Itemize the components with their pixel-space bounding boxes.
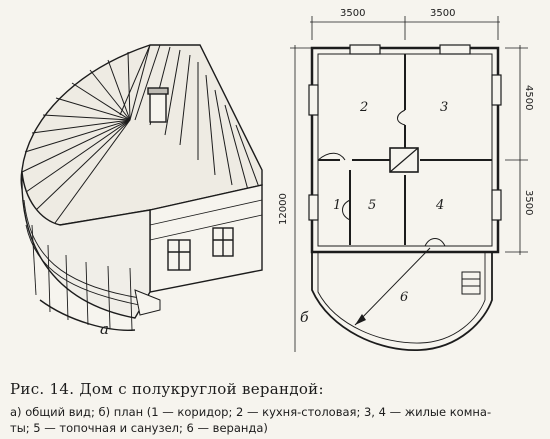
view-a-label: а <box>100 320 109 338</box>
general-view-drawing <box>20 44 263 331</box>
dimension-top-right: 3500 <box>430 8 456 19</box>
figure-caption-title: Рис. 14. Дом с полукруглой верандой: <box>10 380 324 398</box>
figure-caption-body: а) общий вид; б) план (1 — коридор; 2 — … <box>10 404 545 436</box>
dimension-left-total: 12000 <box>278 193 289 225</box>
caption-line-2: ты; 5 — топочная и санузел; 6 — веранда) <box>10 421 268 435</box>
room-label-1: 1 <box>333 198 342 213</box>
dimension-right-upper: 4500 <box>523 85 534 111</box>
house-drawing <box>20 16 528 352</box>
figure-area: а б 3500 3500 4500 3500 12000 2 3 1 5 4 … <box>20 8 534 352</box>
room-label-6: 6 <box>400 290 409 305</box>
room-label-2: 2 <box>360 100 369 115</box>
view-b-label: б <box>300 310 309 326</box>
dimension-top-left: 3500 <box>340 8 366 19</box>
dimension-right-lower: 3500 <box>523 190 534 216</box>
room-label-4: 4 <box>436 198 445 213</box>
room-label-5: 5 <box>368 198 377 213</box>
room-label-3: 3 <box>440 100 449 115</box>
floor-plan-drawing <box>290 16 528 352</box>
caption-line-1: а) общий вид; б) план (1 — коридор; 2 — … <box>10 405 492 419</box>
